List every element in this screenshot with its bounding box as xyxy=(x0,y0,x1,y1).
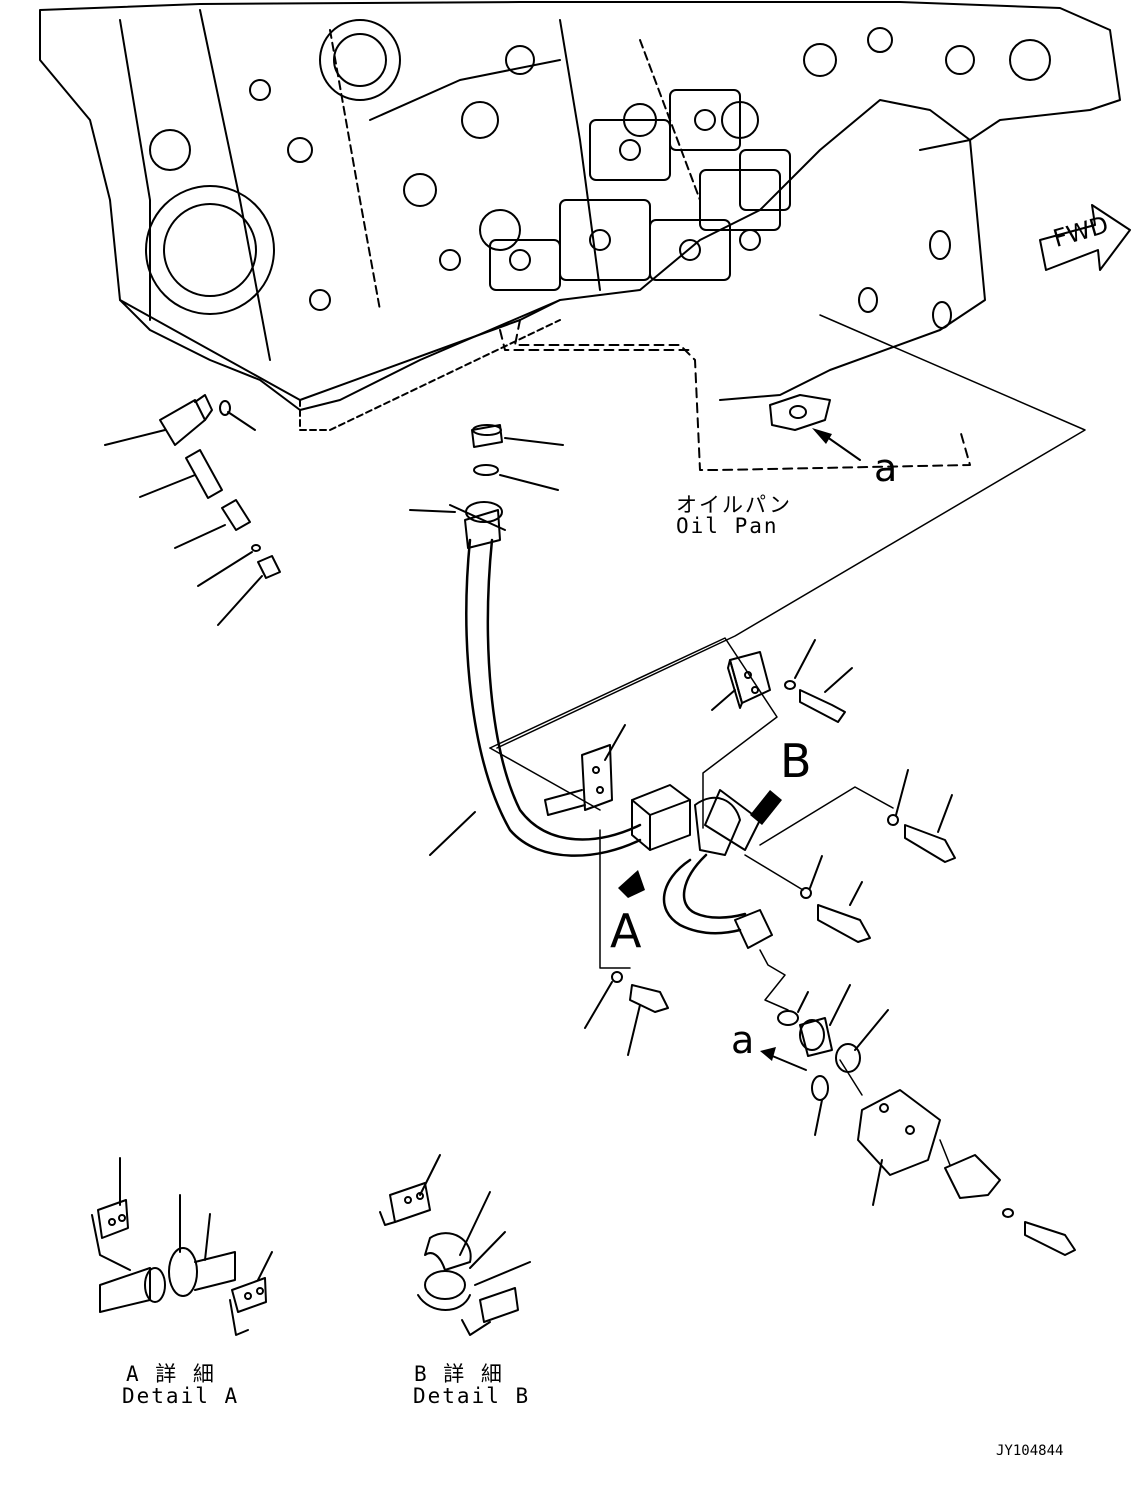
detail-a-label-jp: A 詳 細 xyxy=(126,1362,216,1386)
detail-a-label-en: Detail A xyxy=(122,1384,240,1408)
oil-hose xyxy=(409,501,642,857)
engine-block xyxy=(39,1,1121,431)
detail-b-label-jp: B 詳 細 xyxy=(414,1362,504,1386)
callout-a-bottom: a xyxy=(731,1018,755,1062)
oil-pan-outline xyxy=(499,319,971,471)
callout-a-top: a xyxy=(874,446,898,490)
fwd-arrow xyxy=(1039,204,1131,271)
oil-pan-label-jp: オイルパン xyxy=(676,493,793,517)
valve-assembly xyxy=(489,89,791,291)
fitting-connector-group xyxy=(777,984,1076,1256)
detail-b-drawing xyxy=(379,1154,531,1336)
leader-lines xyxy=(489,314,1086,1166)
detail-b-label-en: Detail B xyxy=(413,1384,531,1408)
bracket-b xyxy=(711,639,853,723)
bolts-right xyxy=(584,769,956,1056)
view-b-label: B xyxy=(780,734,812,788)
elbow-fitting xyxy=(662,789,773,949)
sender-fitting-stack xyxy=(104,394,281,626)
clamp-bracket-a xyxy=(544,724,626,816)
drawing-id: JY104844 xyxy=(996,1443,1064,1459)
drain-plug xyxy=(471,424,564,491)
detail-a-drawing xyxy=(91,1157,273,1336)
oil-pan-label-en: Oil Pan xyxy=(676,514,779,538)
oil-pan-housing xyxy=(719,139,986,401)
view-a-label: A xyxy=(610,904,642,958)
hose-clamp xyxy=(631,784,691,851)
